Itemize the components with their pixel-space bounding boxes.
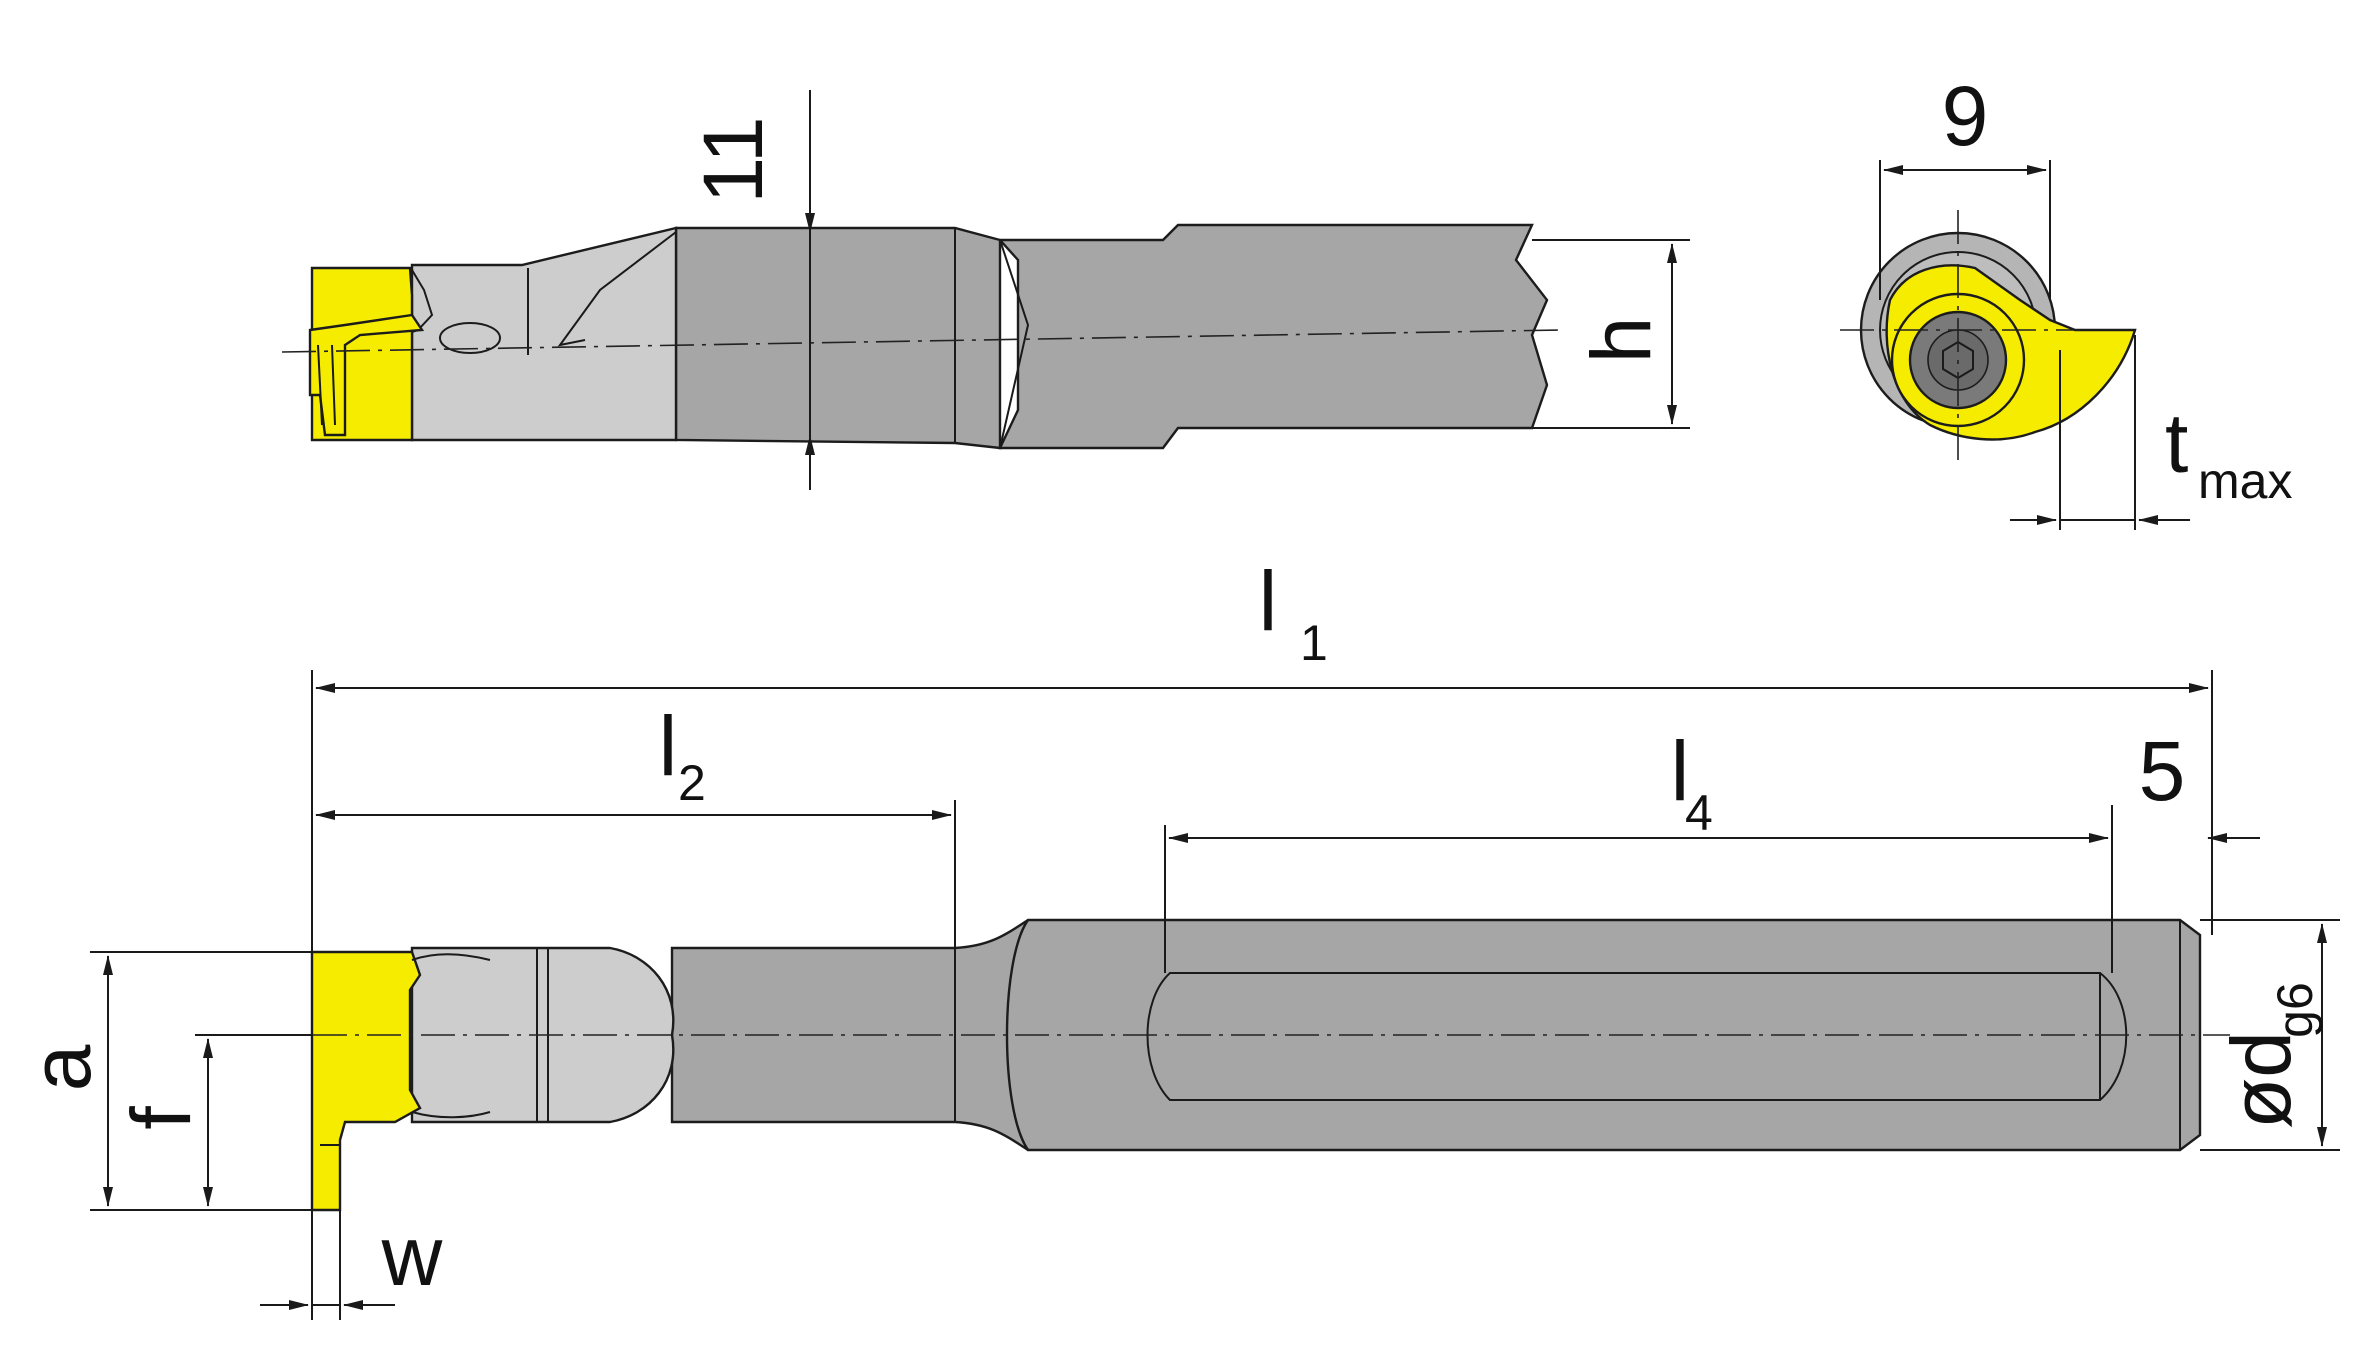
top-side-view: 11 h xyxy=(281,90,1690,490)
top-shank xyxy=(997,223,1549,450)
bottom-neck-dark xyxy=(670,918,1029,1152)
bottom-view: l 1 l 2 l 4 5 ød g6 a f xyxy=(14,554,2340,1320)
dim-tmax-label: t xyxy=(2165,396,2188,490)
dim-l1-sub: 1 xyxy=(1300,615,1328,671)
dim-l2-label: l xyxy=(659,699,678,793)
dim-tmax-sub: max xyxy=(2198,453,2292,509)
dim-5-label: 5 xyxy=(2139,724,2186,818)
dim-a-label: a xyxy=(14,1044,108,1091)
bottom-insert xyxy=(310,950,422,1212)
top-hole xyxy=(439,322,501,354)
dim-l2-sub: 2 xyxy=(678,755,706,811)
end-view: 9 t max xyxy=(1840,69,2292,530)
dim-l4-label: l xyxy=(1671,724,1690,818)
dim-od-label: ød xyxy=(2214,1031,2308,1129)
top-neck-dark xyxy=(674,226,1002,450)
dim-w-label: w xyxy=(381,1209,443,1303)
dim-11-label: 11 xyxy=(686,116,780,203)
dim-od-sub: g6 xyxy=(2267,982,2323,1038)
dim-f-label: f xyxy=(114,1106,208,1130)
dim-l1-label: l xyxy=(1259,554,1278,648)
dim-l4-sub: 4 xyxy=(1685,785,1713,841)
dim-9-label: 9 xyxy=(1942,69,1989,163)
dim-h-label: h xyxy=(1574,317,1668,364)
